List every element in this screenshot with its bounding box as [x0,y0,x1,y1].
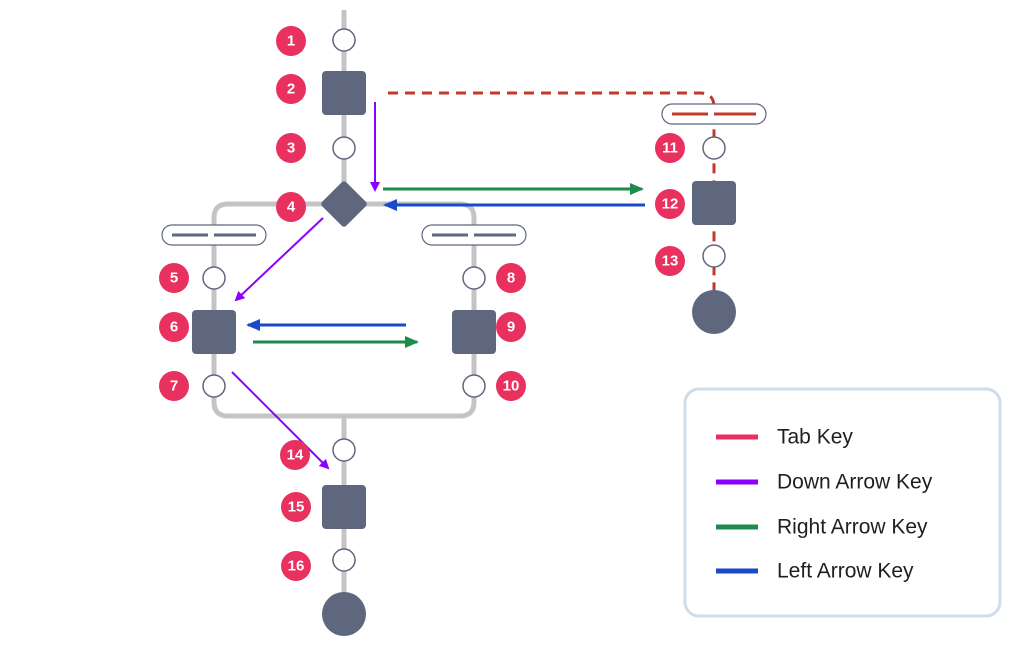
node-square-15[interactable] [322,485,366,529]
badge-label: 10 [503,378,520,395]
badge-label: 5 [170,270,178,287]
down-arrow-6-to-15 [231,371,330,470]
badge-label: 16 [288,558,305,575]
badge: 9 [496,312,526,342]
badge-label: 12 [662,196,679,213]
node-circle-14[interactable] [332,438,356,462]
badge: 12 [655,189,685,219]
badge-label: 6 [170,319,178,336]
tab-focus-path [388,91,716,300]
node-circle-7[interactable] [202,374,226,398]
badge: 14 [280,440,310,470]
badge: 15 [281,492,311,522]
badge: 4 [276,192,306,222]
badge: 10 [496,371,526,401]
badge: 2 [276,74,306,104]
badge-label: 13 [662,253,679,270]
legend-label-down: Down Arrow Key [777,471,933,494]
badge-label: 3 [287,140,295,157]
badge-label: 15 [288,499,305,516]
end-node-main [322,592,366,636]
badge: 16 [281,551,311,581]
badge: 3 [276,133,306,163]
legend-label-tab: Tab Key [777,426,853,449]
legend: Tab Key Down Arrow Key Right Arrow Key L… [683,387,1002,618]
badge-label: 8 [507,270,515,287]
badges: 1 2 3 4 5 6 7 8 9 10 11 12 13 14 15 16 [159,26,685,581]
branch-pill-tab [661,103,767,125]
badge-label: 1 [287,33,295,50]
badge-label: 2 [287,81,295,98]
badge-label: 11 [662,140,678,157]
legend-label-right: Right Arrow Key [777,516,928,539]
node-circle-1[interactable] [332,28,356,52]
badge: 5 [159,263,189,293]
badge-label: 7 [170,378,178,395]
branch-pill-right [421,224,527,246]
node-circle-16[interactable] [332,548,356,572]
badge-label: 14 [287,447,304,464]
badge: 7 [159,371,189,401]
node-circle-8[interactable] [462,266,486,290]
node-square-9[interactable] [452,310,496,354]
node-square-2[interactable] [322,71,366,115]
node-diamond-4[interactable] [320,180,368,228]
badge-label: 9 [507,319,515,336]
node-circle-10[interactable] [462,374,486,398]
node-circle-11[interactable] [702,136,726,160]
badge: 8 [496,263,526,293]
badge-label: 4 [287,199,296,216]
badge: 6 [159,312,189,342]
node-square-12[interactable] [692,181,736,225]
down-arrow-4-to-6 [234,217,324,302]
node-circle-13[interactable] [702,244,726,268]
legend-label-left: Left Arrow Key [777,560,914,583]
node-square-6[interactable] [192,310,236,354]
badge: 1 [276,26,306,56]
badge: 13 [655,246,685,276]
badge: 11 [655,133,685,163]
node-circle-5[interactable] [202,266,226,290]
end-node-tab [692,290,736,334]
branch-pill-left [161,224,267,246]
node-circle-3[interactable] [332,136,356,160]
